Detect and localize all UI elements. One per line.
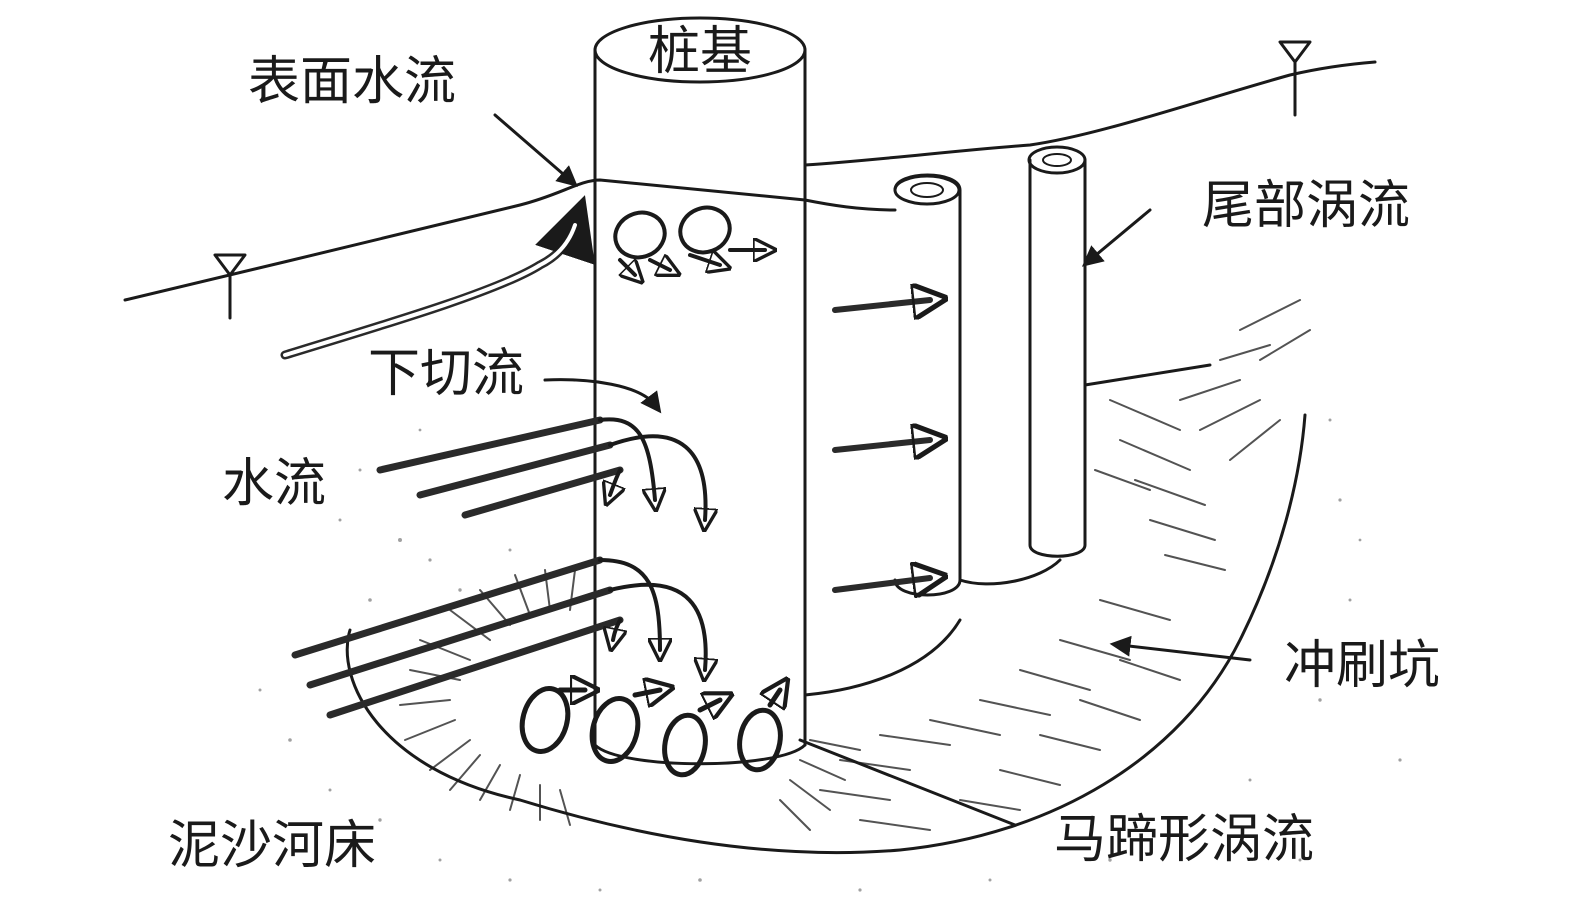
base-radial-hatching xyxy=(399,569,861,831)
horseshoe-vortex-pointer xyxy=(798,738,1017,827)
scour-pit-outline xyxy=(345,413,1307,855)
scour-pit-hatching xyxy=(819,299,1311,831)
surface-flow-label: 表面水流 xyxy=(248,52,457,112)
horseshoe-vortex xyxy=(519,683,784,778)
down-flow-arrow xyxy=(543,378,662,414)
surface-roller-vortex xyxy=(613,205,765,275)
scour-pit-label: 冲刷坑 xyxy=(1284,636,1441,696)
surface-flow-arrow xyxy=(280,195,595,360)
surface-flow-pointer xyxy=(493,113,578,187)
pile-cylinder xyxy=(593,16,807,766)
sediment-speckles xyxy=(258,418,1422,892)
wake-vortex-pointer xyxy=(1081,208,1152,267)
wake-flow-arrows xyxy=(832,300,930,590)
water-level-triangle-icon xyxy=(1278,40,1312,117)
water-flow-arrows-upper xyxy=(376,416,624,519)
down-flow-curls-upper xyxy=(598,417,706,520)
down-flow-curls-lower xyxy=(598,558,706,670)
scour-pit-pointer xyxy=(1109,635,1252,662)
wake-vortex-tube-1 xyxy=(893,173,962,597)
water-flow-arrows-lower xyxy=(291,556,624,719)
water-level-triangle-icon xyxy=(213,253,247,320)
wake-vortex-tube-2 xyxy=(1028,158,1087,558)
pile-label: 桩基 xyxy=(648,22,753,82)
sand-bed-label: 泥沙河床 xyxy=(168,816,377,876)
wake-vortex-label: 尾部涡流 xyxy=(1202,176,1411,236)
down-flow-label: 下切流 xyxy=(368,344,525,404)
water-flow-label: 水流 xyxy=(222,454,327,514)
water-surface-line xyxy=(123,178,897,302)
horseshoe-vortex-label: 马蹄形涡流 xyxy=(1054,810,1315,870)
